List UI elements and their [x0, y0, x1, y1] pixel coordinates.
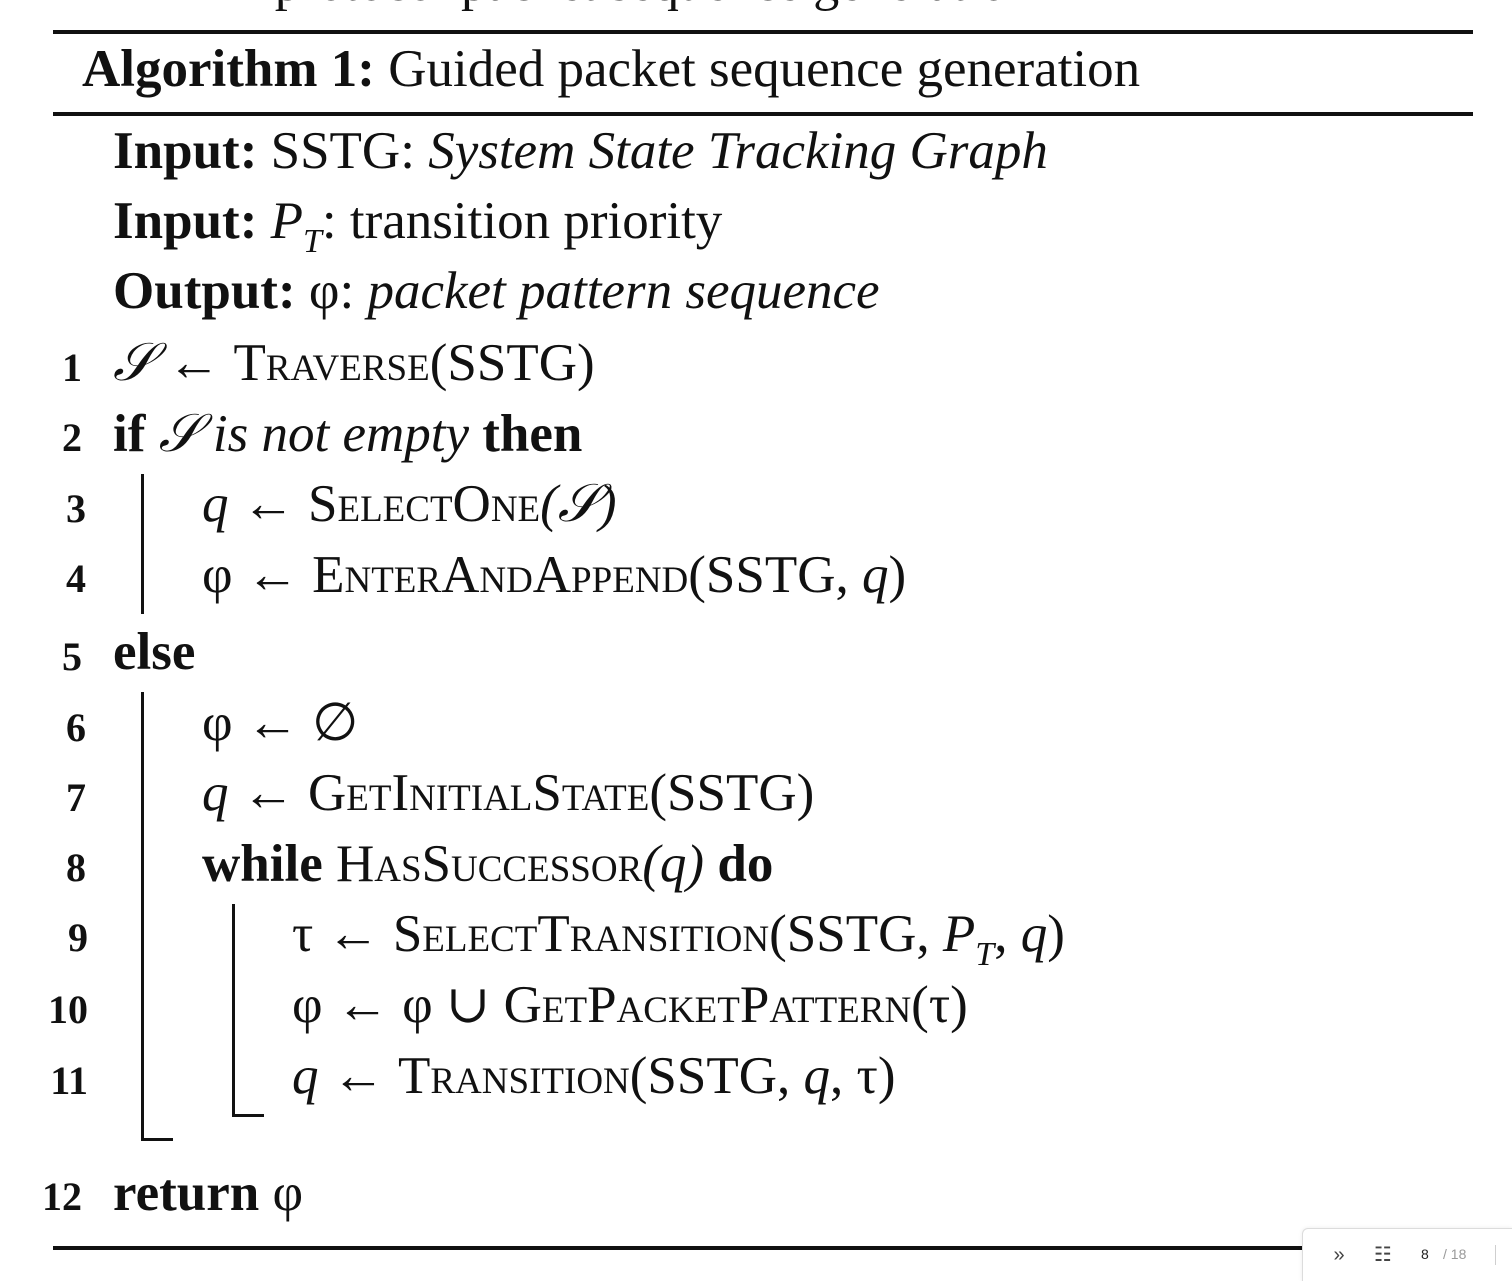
input-sstg: Input: SSTG: System State Tracking Graph — [113, 120, 1048, 182]
output-desc: packet pattern sequence — [367, 262, 880, 320]
line-number: 2 — [62, 415, 82, 460]
line-number: 12 — [42, 1174, 82, 1219]
outline-icon[interactable]: ☷ — [1374, 1244, 1392, 1266]
function-transition: Transition — [398, 1047, 630, 1105]
function-selecttransition: SelectTransition — [392, 905, 770, 963]
block-bar-else — [141, 692, 144, 1141]
bottom-rule — [53, 1246, 1303, 1250]
function-getpacketpattern: GetPacketPattern — [503, 976, 912, 1034]
algorithm-label: Algorithm 1: — [82, 40, 375, 98]
line-number: 6 — [66, 705, 86, 750]
line-number: 11 — [50, 1058, 88, 1103]
top-rule — [53, 30, 1473, 34]
line-number: 1 — [62, 345, 82, 390]
function-enterandappend: EnterAndAppend — [312, 546, 689, 604]
output-keyword: Output: — [113, 262, 296, 320]
code-line-10: φ ← φ ∪ GetPacketPattern(τ) — [292, 976, 968, 1034]
total-pages: / 18 — [1443, 1246, 1467, 1262]
input-keyword: Input: — [113, 192, 258, 250]
code-line-12: return φ — [113, 1164, 304, 1222]
keyword-then: then — [469, 405, 583, 463]
output-line: Output: φ: packet pattern sequence — [113, 260, 880, 322]
output-name: φ: — [308, 262, 355, 320]
block-end-while — [232, 1114, 264, 1117]
expand-icon[interactable]: » — [1333, 1244, 1345, 1266]
block-bar-if — [141, 474, 144, 614]
toolbar-divider — [1495, 1245, 1496, 1265]
code-line-11: q ← Transition(SSTG, q, τ) — [292, 1047, 896, 1105]
line-number: 8 — [66, 845, 86, 890]
input-desc: : transition priority — [321, 192, 723, 250]
function-selectone: SelectOne — [308, 475, 541, 533]
line-number: 4 — [66, 556, 86, 601]
line-number: 7 — [66, 775, 86, 820]
input-priority: Input: PT: transition priority — [113, 190, 722, 273]
algorithm-name: Guided packet sequence generation — [388, 40, 1141, 98]
code-line-5: else — [113, 621, 195, 683]
block-end-else — [141, 1138, 173, 1141]
code-line-1: 𝒮 ← Traverse(SSTG) — [113, 334, 595, 392]
line-number: 5 — [62, 634, 82, 679]
input-name: P — [270, 192, 303, 250]
algorithm-title: Algorithm 1: Guided packet sequence gene… — [82, 38, 1140, 100]
input-name: SSTG: — [270, 122, 415, 180]
code-line-7: q ← GetInitialState(SSTG) — [202, 764, 815, 822]
input-desc: System State Tracking Graph — [428, 122, 1048, 180]
keyword-if: if — [113, 405, 146, 463]
function-hassuccessor: HasSuccessor — [322, 835, 643, 893]
code-line-9: τ ← SelectTransition(SSTG, PT, q) — [292, 905, 1065, 973]
pdf-viewer-toolbar: » ☷ 8 / 18 — [1302, 1228, 1512, 1281]
code-line-4: φ ← EnterAndAppend(SSTG, q) — [202, 546, 907, 604]
line-number: 10 — [48, 987, 88, 1032]
keyword-do: do — [704, 835, 774, 893]
line-number: 9 — [68, 915, 88, 960]
keyword-return: return — [113, 1164, 260, 1222]
function-traverse: Traverse — [233, 334, 430, 392]
title-rule — [53, 112, 1473, 116]
keyword-else: else — [113, 623, 196, 681]
code-line-6: φ ← ∅ — [202, 694, 359, 752]
block-bar-while — [232, 904, 235, 1117]
code-line-2: if 𝒮 is not empty then — [113, 405, 583, 463]
function-getinitialstate: GetInitialState — [308, 764, 650, 822]
keyword-while: while — [202, 835, 323, 893]
code-line-3: q ← SelectOne(𝒮) — [202, 475, 617, 533]
input-subscript: T — [302, 223, 322, 260]
current-page-number[interactable]: 8 — [1421, 1246, 1429, 1262]
code-line-8: while HasSuccessor(q) do — [202, 835, 774, 893]
line-number: 3 — [66, 486, 86, 531]
cut-off-text: ir protocol packet sequence generation — [230, 0, 1033, 14]
input-keyword: Input: — [113, 122, 258, 180]
